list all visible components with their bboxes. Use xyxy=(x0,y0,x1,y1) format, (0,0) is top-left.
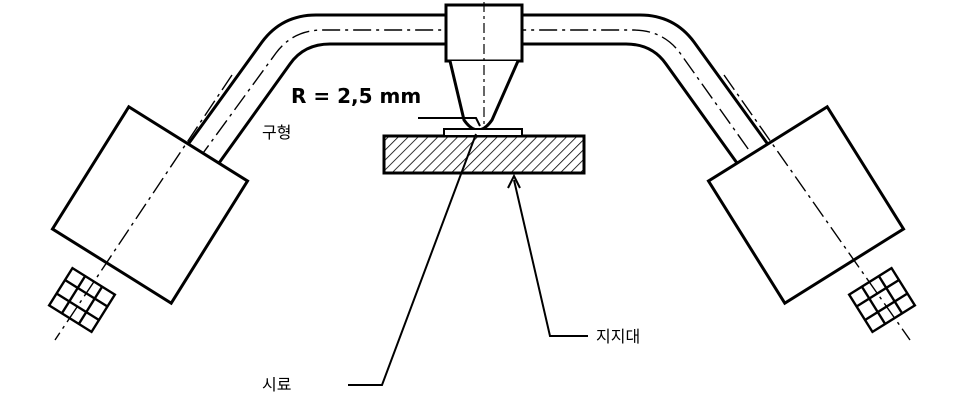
right-clamp-block xyxy=(706,104,906,306)
left-clamp-block xyxy=(50,104,250,306)
support-arrow xyxy=(507,173,521,189)
indenter-assembly xyxy=(444,2,524,135)
support-label: 지지대 xyxy=(596,327,640,346)
right-clamp-assembly xyxy=(706,74,917,341)
radius-leader xyxy=(418,117,481,127)
right-axis-line xyxy=(723,74,911,341)
right-nut xyxy=(847,266,917,334)
support-leader xyxy=(513,179,588,337)
radius-label: R = 2,5 mm xyxy=(291,84,421,108)
specimen-label: 시료 xyxy=(262,375,291,394)
left-clamp-assembly xyxy=(47,74,250,341)
specimen-leader xyxy=(348,133,477,386)
left-axis-line xyxy=(54,74,233,341)
ball-label: 구형 xyxy=(262,123,291,142)
support-block xyxy=(382,134,586,175)
left-nut xyxy=(47,266,117,334)
leader-lines xyxy=(348,117,588,386)
specimen-layer xyxy=(443,128,523,137)
